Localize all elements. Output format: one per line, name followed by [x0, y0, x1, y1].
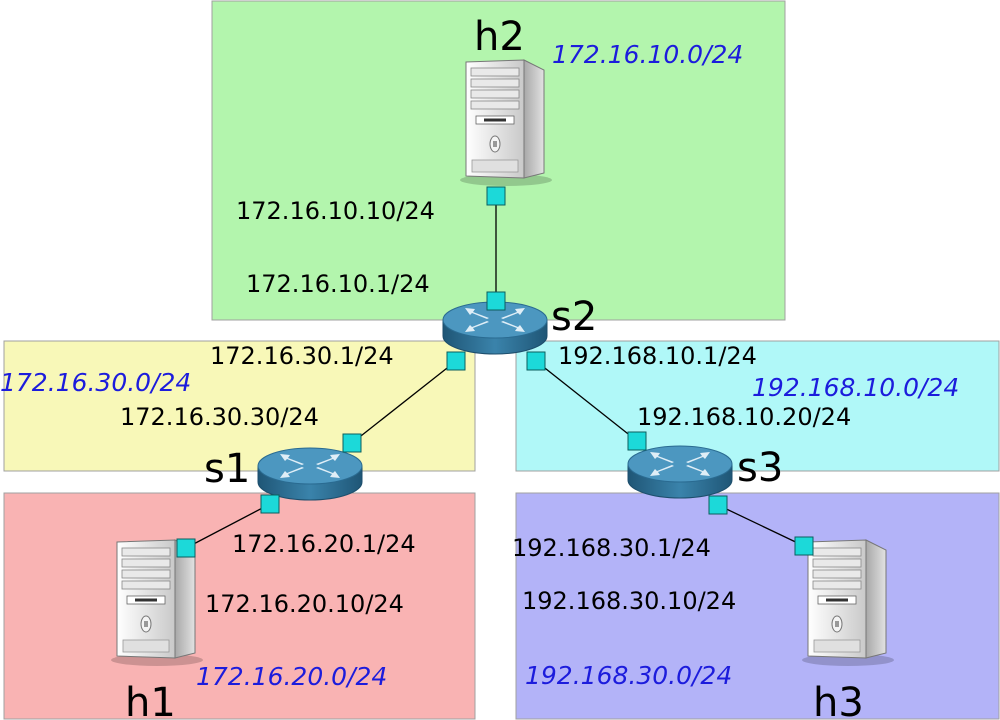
node-label-h3: h3 [813, 680, 864, 720]
zone-h3-network [515, 492, 1000, 720]
zone-s2-s3-network [515, 340, 1000, 472]
ip-label-s2-h2: 172.16.10.1/24 [246, 270, 430, 298]
port-s2-s1[interactable] [446, 351, 466, 371]
ip-label-h2: 172.16.10.10/24 [236, 197, 435, 225]
s1-router-icon[interactable] [257, 447, 363, 501]
h1-server-icon[interactable] [110, 539, 204, 667]
network-label-h3: 192.168.30.0/24 [525, 661, 732, 690]
network-label-s2-s3: 192.168.10.0/24 [752, 373, 959, 402]
link-s3-h3 [717, 504, 805, 547]
h2-server-icon[interactable] [459, 59, 553, 187]
network-label-h1: 172.16.20.0/24 [196, 662, 387, 691]
s3-router-icon[interactable] [627, 445, 733, 499]
network-label-s1-s2: 172.16.30.0/24 [0, 368, 191, 397]
port-s2-h2[interactable] [486, 291, 506, 311]
port-s2-s3[interactable] [526, 351, 546, 371]
node-label-h2: h2 [474, 14, 525, 60]
ip-label-s3-s2: 192.168.10.20/24 [637, 403, 851, 431]
link-s2-s1 [351, 360, 457, 444]
port-s1-s2[interactable] [342, 433, 362, 453]
h3-server-icon[interactable] [801, 539, 895, 667]
ip-label-s1-s2: 172.16.30.30/24 [120, 403, 319, 431]
ip-label-h3: 192.168.30.10/24 [522, 587, 736, 615]
zone-h1-network [3, 492, 476, 720]
link-s2-s3 [535, 360, 638, 442]
port-h3[interactable] [794, 536, 814, 556]
network-label-h2: 172.16.10.0/24 [552, 40, 743, 69]
link-s1-h1 [185, 503, 271, 549]
node-label-s2: s2 [551, 294, 597, 340]
node-label-h1: h1 [125, 680, 176, 720]
zone-s1-s2-network [3, 340, 476, 472]
ip-label-h1: 172.16.20.10/24 [205, 590, 404, 618]
port-s3-h3[interactable] [708, 495, 728, 515]
ip-label-s2-s1: 172.16.30.1/24 [210, 342, 394, 370]
ip-label-s3-h3: 192.168.30.1/24 [512, 534, 711, 562]
port-h1[interactable] [176, 538, 196, 558]
ip-label-s2-s3: 192.168.10.1/24 [558, 342, 757, 370]
ip-label-s1-h1: 172.16.20.1/24 [232, 530, 416, 558]
port-s1-h1[interactable] [260, 494, 280, 514]
node-label-s3: s3 [737, 445, 783, 491]
port-s3-s2[interactable] [627, 431, 647, 451]
node-label-s1: s1 [204, 446, 250, 492]
port-h2[interactable] [486, 186, 506, 206]
